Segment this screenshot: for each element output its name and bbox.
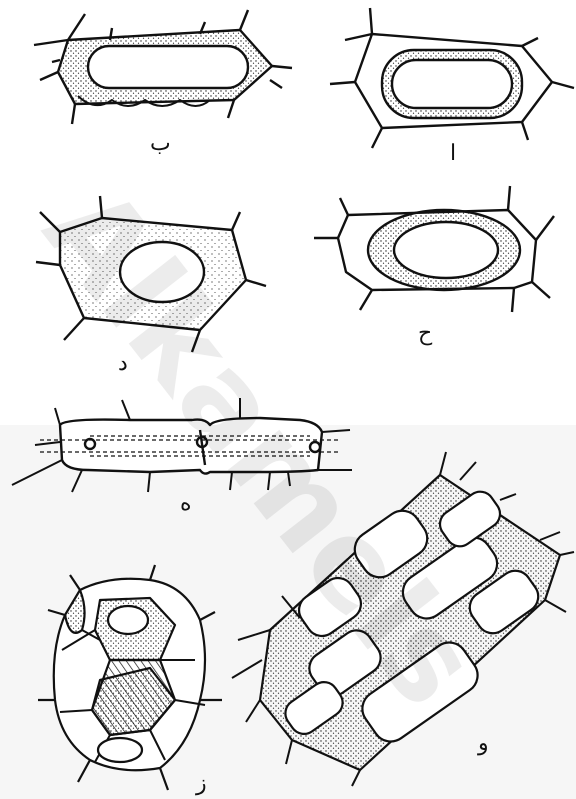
label-c: ح xyxy=(418,321,433,346)
label-f: و xyxy=(477,731,489,756)
label-a: ا xyxy=(450,141,456,166)
cell-a-diagram xyxy=(330,8,574,148)
label-b: ب xyxy=(150,131,171,156)
cell-b-diagram xyxy=(34,10,292,124)
label-e: ه xyxy=(180,491,192,516)
label-g: ز xyxy=(195,771,207,796)
cell-c-diagram xyxy=(314,186,554,312)
